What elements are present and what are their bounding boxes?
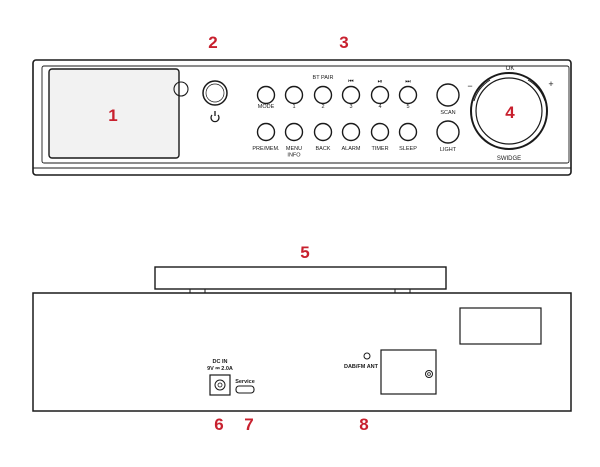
back-body <box>32 292 572 412</box>
button-1[interactable] <box>284 85 304 105</box>
callout-2: 2 <box>208 33 217 52</box>
button-menu-label: MENU <box>286 146 302 152</box>
button-timer[interactable] <box>370 122 390 142</box>
dc-in-label-line1: DC IN <box>213 359 228 365</box>
button-light[interactable] <box>436 120 460 144</box>
button-4-label: 4 <box>378 104 381 110</box>
button-1-label: 1 <box>292 104 295 110</box>
callout-4: 4 <box>505 103 515 122</box>
button-5[interactable] <box>398 85 418 105</box>
knob-minus-label: − <box>467 81 472 91</box>
button-alarm-label: ALARM <box>342 146 361 152</box>
callout-numbers: 1 2 3 4 5 6 7 8 <box>108 33 515 434</box>
service-label: Service <box>235 379 255 385</box>
label-sticker-area <box>459 307 542 345</box>
power-icon <box>210 111 220 123</box>
button-light-label: LIGHT <box>440 147 457 153</box>
button-5-label: 5 <box>406 104 409 110</box>
power-button-ring <box>205 83 225 103</box>
knob-arc-right <box>527 79 546 102</box>
callout-1: 1 <box>108 106 117 125</box>
button-menu[interactable] <box>284 122 304 142</box>
knob-arc-left <box>473 79 491 102</box>
dc-in-jack-hole <box>214 379 226 391</box>
button-3-icon: ⏮ <box>348 78 354 85</box>
button-mode[interactable] <box>256 85 276 105</box>
button-alarm[interactable] <box>341 122 361 142</box>
dc-in-jack[interactable] <box>209 374 231 396</box>
callout-7: 7 <box>244 415 253 434</box>
button-sleep-label: SLEEP <box>399 146 417 152</box>
brand-label: SWIDGE <box>497 156 521 162</box>
service-port[interactable] <box>235 385 255 394</box>
callout-5: 5 <box>300 243 309 262</box>
callout-6: 6 <box>214 415 223 434</box>
button-back-label: BACK <box>316 146 331 152</box>
front-panel <box>32 59 572 176</box>
dc-in-label-line2: 9V ⎓ 2.0A <box>207 366 233 372</box>
cover-screw <box>425 370 433 378</box>
button-back[interactable] <box>313 122 333 142</box>
button-timer-label: TIMER <box>371 146 388 152</box>
bt-pair-label: BT PAIR <box>313 75 334 81</box>
volume-knob-outer[interactable] <box>470 72 548 150</box>
callout-8: 8 <box>359 415 368 434</box>
button-sleep[interactable] <box>398 122 418 142</box>
antenna-socket[interactable] <box>363 352 371 360</box>
button-pre-mem[interactable] <box>256 122 276 142</box>
button-3[interactable] <box>341 85 361 105</box>
back-panel <box>32 292 572 412</box>
mount-plate <box>154 266 447 290</box>
button-pre-mem-label: PRE/MEM. <box>252 146 280 152</box>
top-mount-plate <box>154 266 447 293</box>
power-button[interactable] <box>202 80 228 106</box>
button-scan-label: SCAN <box>440 110 455 116</box>
button-4-icon: ⏯ <box>378 78 383 85</box>
button-5-icon: ⏭ <box>405 78 411 85</box>
battery-cover <box>380 349 437 395</box>
knob-plus-label: + <box>548 79 553 89</box>
button-2[interactable] <box>313 85 333 105</box>
front-inner-bezel <box>41 65 570 164</box>
knob-ok-label: OK <box>506 66 515 72</box>
button-2-label: 2 <box>321 104 324 110</box>
light-sensor <box>173 81 189 97</box>
button-3-label: 3 <box>349 104 352 110</box>
button-menu-label-2: INFO <box>287 153 301 159</box>
button-4[interactable] <box>370 85 390 105</box>
button-mode-label: MODE <box>258 104 275 110</box>
front-body <box>32 59 572 176</box>
callout-3: 3 <box>339 33 348 52</box>
display-screen <box>48 68 180 159</box>
volume-knob-inner <box>475 77 543 145</box>
button-scan[interactable] <box>436 83 460 107</box>
antenna-label: DAB/FM ANT <box>344 364 379 370</box>
